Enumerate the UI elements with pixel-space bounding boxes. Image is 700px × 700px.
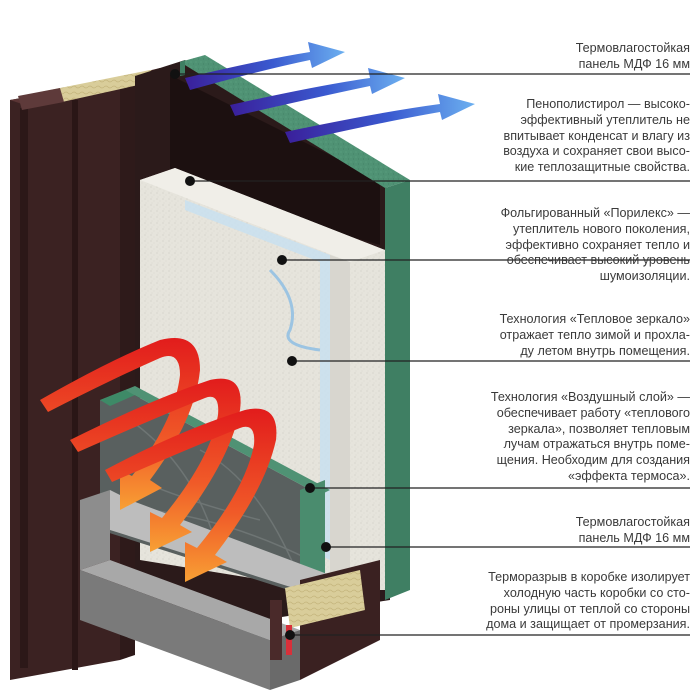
callout-dot-icon [170, 69, 331, 640]
label-mdf-panel-bottom: Термовлагостойкая панель МДФ 16 мм [575, 515, 690, 545]
label-polystyrene: Пенополистирол — высоко- эффективный уте… [503, 97, 690, 175]
label-air-layer: Технология «Воздушный слой» — обеспечива… [490, 390, 690, 483]
label-heat-mirror: Технология «Тепловое зеркало» отражает т… [499, 312, 690, 358]
callout-lines [175, 73, 690, 636]
label-porilex: Фольгированный «Порилекс» — утеплитель н… [500, 206, 690, 284]
mdf-panel-outer [180, 55, 410, 600]
cold-air-arrow-icon [185, 42, 475, 143]
warm-air-arrow-icon [40, 338, 277, 582]
label-mdf-panel-top: Термовлагостойкая панель МДФ 16 мм [575, 41, 690, 71]
label-thermal-break: Терморазрыв в коробке изолирует холодную… [486, 570, 690, 632]
